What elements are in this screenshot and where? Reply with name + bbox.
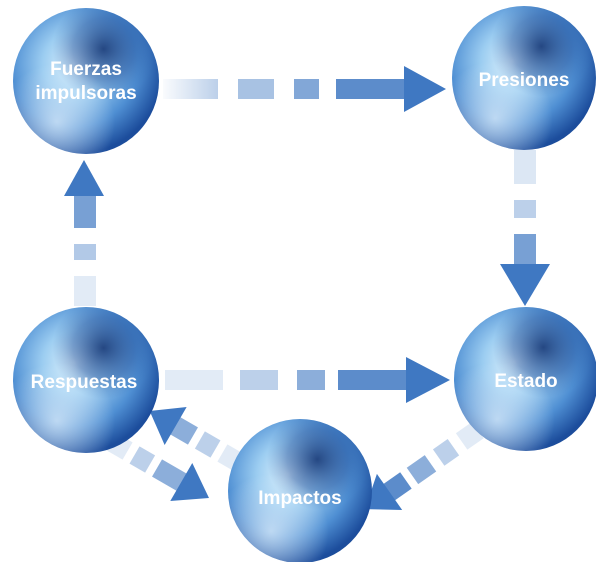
node-label-fuerzas-line1: Fuerzas bbox=[50, 59, 122, 80]
node-label-presiones: Presiones bbox=[479, 70, 570, 91]
node-label-respuestas: Respuestas bbox=[31, 372, 138, 393]
node-label-estado: Estado bbox=[494, 371, 557, 392]
arrow-respuestas-to-impactos bbox=[107, 433, 209, 502]
node-impactos: Impactos bbox=[228, 419, 372, 562]
arrow-respuestas-to-fuerzas bbox=[64, 160, 104, 306]
arrow-respuestas-to-estado bbox=[165, 357, 450, 403]
node-label-fuerzas-line2: impulsoras bbox=[35, 83, 136, 104]
arrow-fuerzas-to-presiones bbox=[163, 66, 446, 112]
arrow-estado-to-impactos bbox=[364, 421, 484, 510]
arrow-presiones-to-estado bbox=[500, 150, 550, 306]
node-fuerzas-impulsoras: Fuerzas impulsoras bbox=[13, 8, 159, 154]
node-label-impactos: Impactos bbox=[258, 488, 341, 509]
node-respuestas: Respuestas bbox=[13, 307, 159, 453]
node-estado: Estado bbox=[454, 307, 596, 451]
node-presiones: Presiones bbox=[452, 6, 596, 150]
